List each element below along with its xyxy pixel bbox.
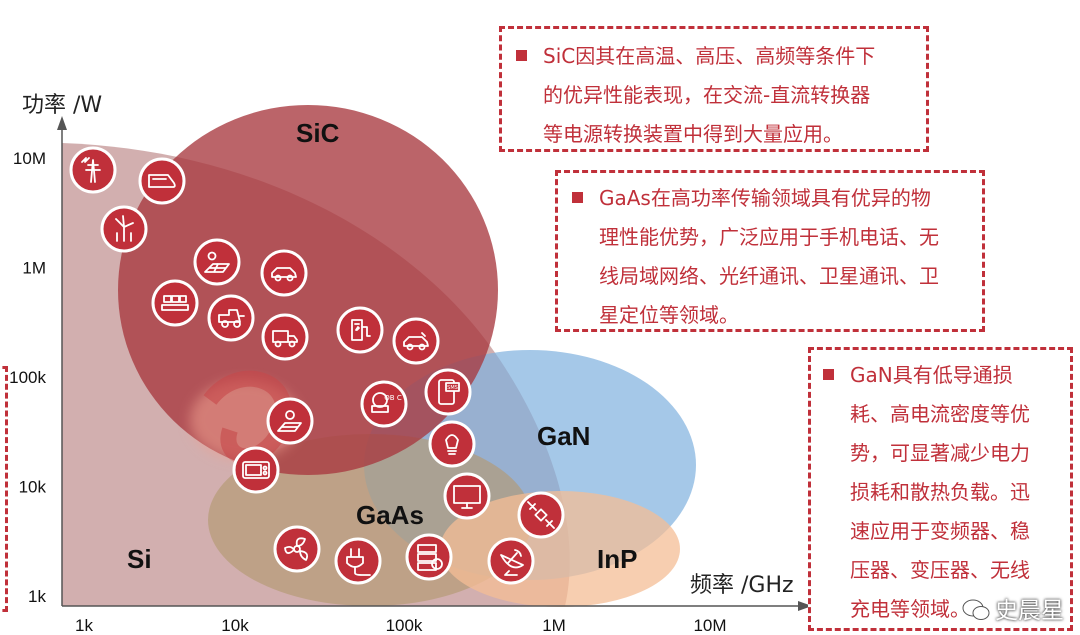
obc-charger-icon: OB C: [360, 380, 408, 428]
y-tick-labels: 10M 1M 100k 10k 1k: [9, 149, 46, 606]
x-tick-label: 10k: [221, 616, 249, 635]
application-icons: SMS OB C: [69, 146, 565, 585]
x-tick-labels: 1k 10k 100k 1M 10M: [75, 616, 727, 635]
note-sic-line-3: 等电源转换装置中得到大量应用。: [543, 122, 843, 146]
power-tower-icon: [69, 146, 117, 194]
region-label-sic: SiC: [296, 118, 340, 148]
satellite-icon: [517, 491, 565, 539]
note-sic: SiC因其在高温、高压、高频等条件下 的优异性能表现，在交流-直流转换器 等电源…: [499, 26, 929, 152]
microwave-icon: [232, 446, 280, 494]
x-tick-label: 100k: [386, 616, 423, 635]
svg-text:SMS: SMS: [447, 385, 458, 391]
obc-label: OB C: [384, 394, 402, 402]
sms-phone-icon: SMS: [424, 368, 472, 416]
region-label-inp: InP: [597, 544, 637, 574]
solar-panel-icon: [193, 238, 241, 286]
x-axis-arrow: [798, 601, 812, 611]
region-label-gaas: GaAs: [356, 500, 424, 530]
note-gan-line-7: 充电等领域。: [850, 597, 970, 621]
charging-station-icon: [336, 306, 384, 354]
note-gan-line-3: 势，可显著减少电力: [850, 441, 1030, 465]
server-icon: [405, 533, 453, 581]
y-tick-label: 10k: [19, 478, 47, 497]
high-speed-train-icon: [138, 157, 186, 205]
note-gan-line-6: 压器、变压器、无线: [850, 558, 1030, 582]
y-tick-label: 100k: [9, 368, 46, 387]
electric-car-icon: [392, 317, 440, 365]
note-gaas: GaAs在高功率传输领域具有优异的物 理性能优势，广泛应用于手机电话、无 线局域…: [555, 170, 985, 332]
bullet-icon: [572, 192, 583, 203]
y-axis-arrow: [57, 116, 67, 130]
fan-icon: [273, 525, 321, 573]
solar-panel-small-icon: [266, 397, 314, 445]
bullet-icon: [823, 369, 834, 380]
note-gaas-line-3: 线局域网络、光纤通讯、卫星通讯、卫: [599, 264, 939, 288]
watermark-text: 史晨星: [995, 598, 1064, 624]
chat-bubble-icon: [962, 599, 990, 620]
truck-icon: [261, 313, 309, 361]
satellite-dish-icon: [487, 537, 535, 585]
region-label-si: Si: [127, 544, 152, 574]
y-tick-label: 1k: [28, 587, 46, 606]
car-icon: [260, 249, 308, 297]
note-gan-line-5: 速应用于变频器、稳: [850, 519, 1030, 543]
note-gan-line-4: 损耗和散热负载。迅: [850, 480, 1030, 504]
led-bulb-icon: [428, 420, 476, 468]
y-axis-label: 功率 /W: [22, 93, 102, 118]
dashed-frame-fragment: [0, 366, 8, 612]
y-tick-label: 10M: [13, 149, 46, 168]
x-tick-label: 1M: [542, 616, 566, 635]
x-axis-label: 频率 /GHz: [690, 573, 794, 598]
x-tick-label: 10M: [693, 616, 726, 635]
bullet-icon: [516, 50, 527, 61]
note-sic-line-1: SiC因其在高温、高压、高频等条件下: [543, 44, 876, 68]
note-gan: GaN具有低导通损 耗、高电流密度等优 势，可显著减少电力 损耗和散热负载。迅 …: [808, 347, 1073, 631]
region-sic: [118, 105, 498, 475]
wind-turbine-icon: [100, 205, 148, 253]
plug-icon: [334, 537, 382, 585]
monitor-icon: [443, 472, 491, 520]
y-tick-label: 1M: [22, 259, 46, 278]
note-gaas-line-2: 理性能优势，广泛应用于手机电话、无: [599, 225, 939, 249]
note-gan-line-1: GaN具有低导通损: [850, 363, 1013, 387]
factory-conveyor-icon: [151, 279, 199, 327]
harvester-icon: [207, 294, 255, 342]
note-sic-line-2: 的优异性能表现，在交流-直流转换器: [543, 83, 871, 107]
note-gan-line-2: 耗、高电流密度等优: [850, 402, 1030, 426]
x-tick-label: 1k: [75, 616, 93, 635]
note-gaas-line-4: 星定位等领域。: [599, 303, 739, 327]
region-label-gan: GaN: [537, 421, 590, 451]
note-gaas-line-1: GaAs在高功率传输领域具有优异的物: [599, 186, 931, 210]
watermark: 史晨星: [961, 591, 1064, 625]
